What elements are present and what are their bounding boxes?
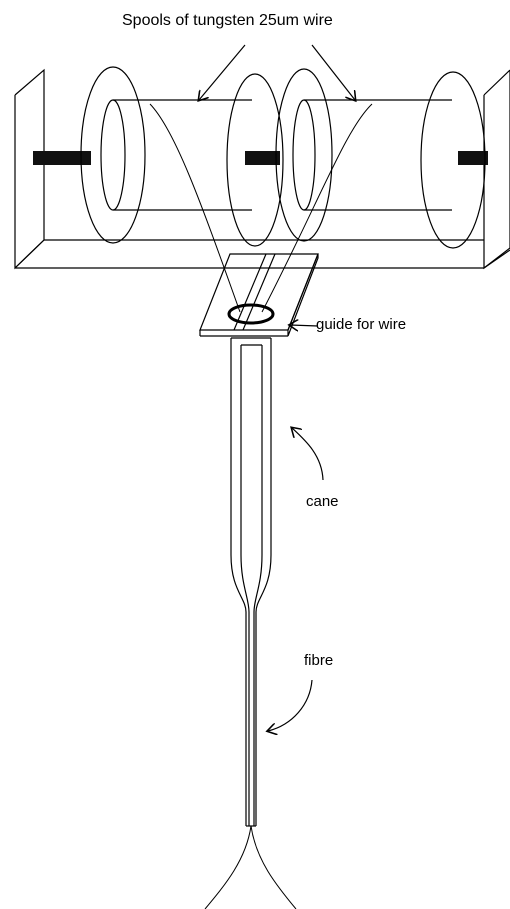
axle-stubs <box>33 151 488 165</box>
cane-label: cane <box>306 493 339 510</box>
cane-arrow <box>292 428 324 481</box>
guide-arrow <box>290 325 319 326</box>
title-arrows <box>199 44 355 100</box>
cane-and-fibre <box>230 337 272 827</box>
fibre-tails <box>204 825 297 909</box>
spool-left <box>80 66 284 247</box>
fibre-label: fibre <box>304 652 334 669</box>
wire-guide <box>199 253 319 337</box>
spools-title-label: Spools of tungsten 25um wire <box>122 12 333 29</box>
fibre-arrow <box>268 679 313 731</box>
tungsten-wires <box>149 103 373 313</box>
guide-label: guide for wire <box>316 316 407 333</box>
spool-right <box>275 68 486 249</box>
